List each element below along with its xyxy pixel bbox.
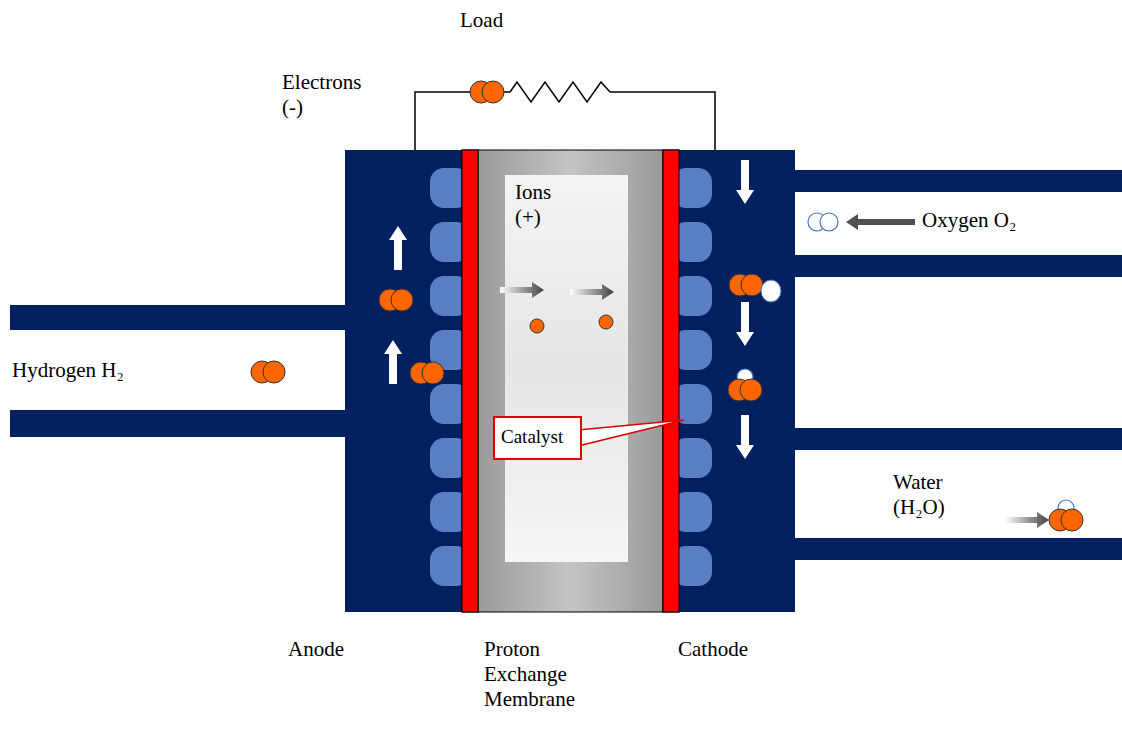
water-label: Water (H₂O) [893, 470, 969, 520]
oxygen-pipe [790, 170, 1122, 192]
hydrogen-pipe [10, 305, 350, 330]
ion-arrow [500, 282, 544, 298]
callout-text: Catalyst [501, 426, 574, 448]
cathode-catalyst-layer [663, 150, 679, 612]
proton [599, 315, 613, 329]
cathode-label: Cathode [678, 637, 748, 662]
membrane-label: Proton Exchange Membrane [484, 637, 596, 713]
load-label: Load [460, 8, 503, 33]
flow-arrow [384, 340, 402, 384]
proton-exchange-membrane [478, 150, 663, 612]
anode-label: Anode [288, 637, 344, 662]
electron-pair [379, 289, 413, 311]
ion-arrow [570, 284, 614, 300]
hydrogen-pipe [10, 410, 350, 437]
callout-pointer [578, 420, 684, 446]
electron-pair [729, 274, 763, 296]
water-pipe [790, 538, 1122, 560]
hydrogen-label: Hydrogen H₂ [12, 358, 124, 383]
ions-label: Ions (+) [515, 180, 561, 230]
electrons-label: Electrons (-) [282, 70, 374, 120]
flow-arrow [389, 226, 407, 270]
proton [530, 319, 544, 333]
oxygen-label: Oxygen O₂ [922, 208, 1016, 233]
flow-arrow [846, 214, 915, 230]
oxygen-molecule [808, 213, 838, 231]
membrane-panel [505, 175, 628, 562]
water-pipe [790, 428, 1122, 450]
flow-arrow [736, 415, 754, 459]
catalyst-callout: Catalyst [493, 416, 582, 460]
anode-catalyst-layer [462, 150, 478, 612]
circuit-wire [610, 92, 715, 150]
flow-arrow [736, 160, 754, 204]
oxygen-pipe [790, 255, 1122, 277]
flow-arrow [736, 302, 754, 346]
water-molecule [1049, 509, 1083, 531]
water-molecule [728, 379, 762, 401]
electron-pair [470, 81, 504, 103]
oxygen-atom [761, 280, 781, 302]
cathode-catalyst-layer [663, 150, 679, 612]
resistor-symbol [510, 82, 610, 102]
flow-arrow [1005, 512, 1049, 528]
cathode-block [679, 150, 795, 612]
anode-block [345, 150, 465, 612]
hydrogen-molecule [410, 362, 444, 384]
hydrogen-molecule [251, 361, 285, 383]
anode-catalyst-layer [462, 150, 478, 612]
